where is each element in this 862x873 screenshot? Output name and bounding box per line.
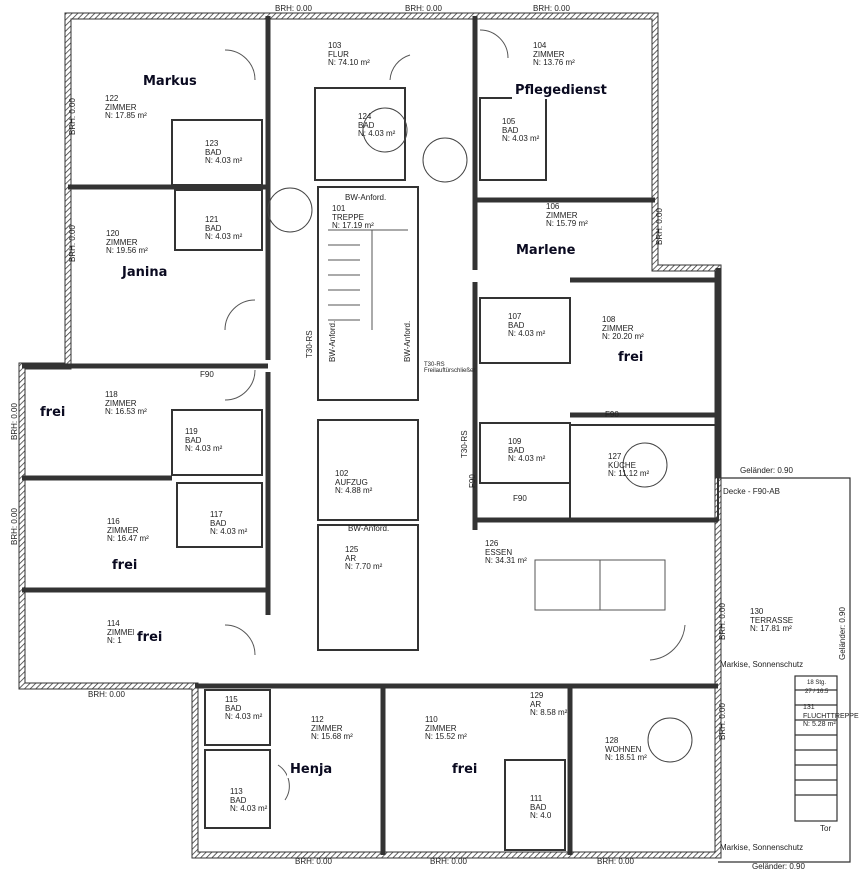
gelaender-label: Geländer: 0.90 — [752, 862, 805, 871]
resident-label-frei-108: frei — [615, 349, 647, 366]
bw-anford-label: BW-Anford. — [345, 193, 387, 202]
interior-walls — [22, 16, 721, 855]
t30-door-label: T30-RS Freilauftürschließer — [424, 362, 476, 374]
brh-label: BRH: 0.00 — [10, 403, 19, 440]
resident-label-frei-114: frei — [134, 629, 166, 646]
wheelchair-circles — [267, 107, 693, 763]
resident-label-henja: Henja — [287, 761, 336, 778]
gelaender-label: Geländer: 0.90 — [838, 607, 847, 660]
stairs-dim-label: 27 / 16.5 — [805, 689, 829, 695]
room-boxes — [171, 87, 719, 851]
terrace-outline — [718, 477, 851, 863]
outer-walls — [18, 12, 722, 859]
bw-anford-label: BW-Anford. — [328, 320, 337, 362]
brh-label: BRH: 0.00 — [88, 690, 125, 699]
brh-label: BRH: 0.00 — [533, 4, 570, 13]
brh-label: BRH: 0.00 — [10, 508, 19, 545]
brh-label: BRH: 0.00 — [405, 4, 442, 13]
bw-anford-label: BW-Anford. — [348, 524, 390, 533]
door-swings — [224, 29, 686, 801]
markise-label: Markise, Sonnenschutz — [720, 843, 804, 852]
t30-label: T30-RS — [305, 330, 314, 358]
t30-label: T30-RS — [460, 430, 469, 458]
stairs-count-label: 18 Stg. — [807, 680, 827, 686]
resident-label-markus: Markus — [140, 73, 200, 90]
brh-label: BRH: 0.00 — [597, 857, 634, 866]
brh-label: BRH: 0.00 — [68, 225, 77, 262]
brh-label: BRH: 0.00 — [430, 857, 467, 866]
brh-label: BRH: 0.00 — [655, 208, 664, 245]
brh-label: BRH: 0.00 — [68, 98, 77, 135]
brh-label: BRH: 0.00 — [295, 857, 332, 866]
resident-label-janina: Janina — [119, 264, 171, 281]
tor-label: Tor — [820, 824, 832, 833]
decke-label: Decke - F90-AB — [723, 487, 780, 496]
brh-label: BRH: 0.00 — [275, 4, 312, 13]
f90-label: F90 — [200, 370, 214, 379]
brh-label: BRH: 0.00 — [718, 703, 727, 740]
f90-label: F90 — [605, 410, 619, 419]
resident-label-frei-110: frei — [449, 761, 481, 778]
f90-label: F90 — [468, 474, 477, 488]
stair-treads — [328, 229, 666, 611]
resident-label-marlene: Marlene — [513, 242, 579, 259]
markise-label: Markise, Sonnenschutz — [720, 660, 804, 669]
f90-label: F90 — [513, 494, 527, 503]
gelaender-label: Geländer: 0.90 — [740, 466, 793, 475]
bw-anford-label: BW-Anford. — [403, 320, 412, 362]
resident-label-pflegedienst: Pflegedienst — [512, 82, 610, 99]
resident-label-frei-118: frei — [37, 404, 69, 421]
brh-label: BRH: 0.00 — [718, 603, 727, 640]
resident-label-frei-116: frei — [109, 557, 141, 574]
